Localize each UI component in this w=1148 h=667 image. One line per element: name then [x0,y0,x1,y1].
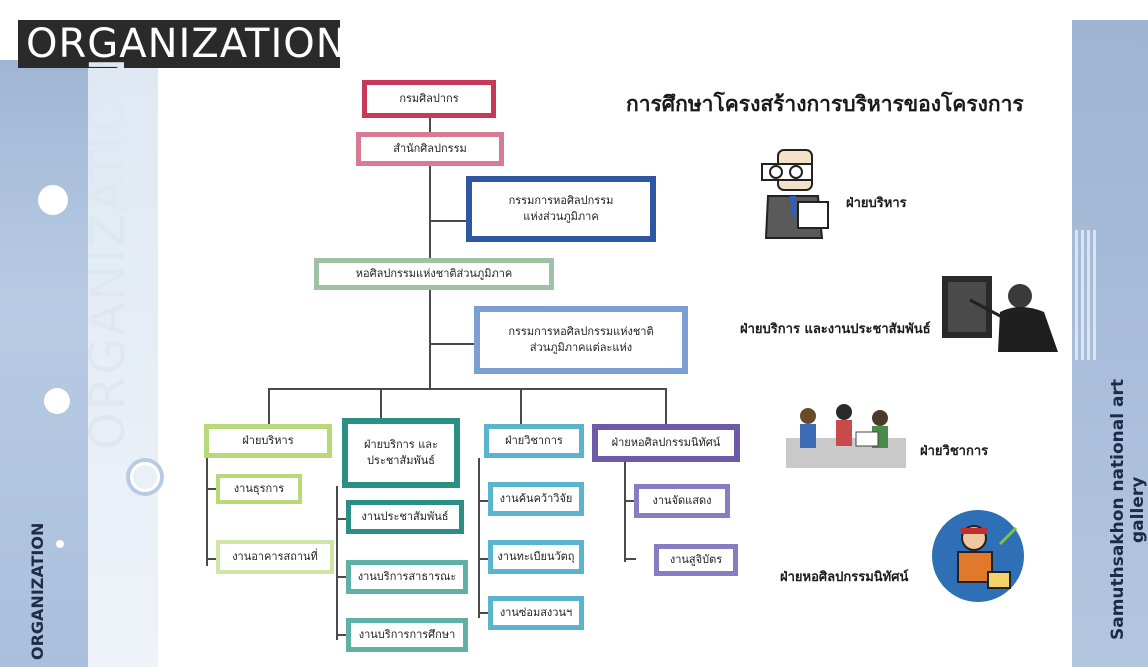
presenter-icon [940,272,1068,354]
dept-label-academic: ฝ่ายวิชาการ [920,444,989,459]
businessman-icon [748,146,838,244]
right-striped-bars [1075,230,1097,360]
connector-line [336,576,348,578]
box-label: หอศิลปกรรมแห่งชาติส่วนภูมิภาค [355,267,513,281]
org-box-regional-art-committee: กรรมการหอศิลปกรรม แห่งส่วนภูมิภาค [466,176,656,242]
org-box-gallery-committee: กรรมการหอศิลปกรรมแห่งชาติ ส่วนภูมิภาคแต่… [474,306,688,374]
connector-line [336,486,338,640]
decor-dot [56,540,64,548]
decor-dot [44,388,70,414]
connector-line [206,558,218,560]
dept-label-exhibition: ฝ่ายหอศิลปกรรมนิทัศน์ [780,570,909,585]
connector-line [478,612,490,614]
target-ring-icon [130,462,160,492]
division-services-pr: ฝ่ายบริการ และประชาสัมพันธ์ [342,418,460,488]
box-label: งานประชาสัมพันธ์ [361,510,449,524]
box-label: งานทะเบียนวัตถุ [497,550,575,564]
connector-line [430,343,476,345]
connector-line [520,388,522,426]
connector-line [624,558,636,560]
division-academic: ฝ่ายวิชาการ [484,424,584,458]
box-label: ฝ่ายวิชาการ [505,434,563,448]
box-label: กรรมการหอศิลปกรรม [508,194,614,208]
gallery-name-vertical: Samuthsakhon national art gallery [1108,379,1148,641]
org-box-fine-arts-department: กรมศิลปากร [362,80,496,118]
unit-conservation: งานซ่อมสงวนฯ [488,596,584,630]
division-administration: ฝ่ายบริหาร [204,424,332,458]
connector-line [268,388,666,390]
box-label: งานจัดแสดง [652,494,712,508]
connector-line [478,500,490,502]
connector-line [430,220,468,222]
researchers-icon [786,398,906,470]
worker-icon [930,508,1026,604]
connector-line [206,488,218,490]
box-label: แห่งส่วนภูมิภาค [523,210,599,223]
unit-registry: งานทะเบียนวัตถุ [488,540,584,574]
left-decorative-strip [0,60,88,667]
connector-line [429,118,431,138]
dept-label-services-pr: ฝ่ายบริการ และงานประชาสัมพันธ์ [740,322,931,337]
unit-research: งานค้นคว้าวิจัย [488,482,584,516]
box-label: ส่วนภูมิภาคแต่ละแห่ง [529,341,633,354]
connector-line [336,518,348,520]
box-label: งานธุรการ [233,482,285,496]
box-label: ฝ่ายหอศิลปกรรมนิทัศน์ [611,436,721,450]
box-label: งานซ่อมสงวนฯ [499,606,573,620]
connector-line [268,388,270,426]
box-label: กรรมการหอศิลปกรรมแห่งชาติ [508,325,654,339]
unit-buildings: งานอาคารสถานที่ [216,540,334,574]
unit-education-services: งานบริการการศึกษา [346,618,468,652]
connector-line [478,558,490,560]
unit-catalogue: งานสูจิบัตร [654,544,738,576]
unit-general-affairs: งานธุรการ [216,474,302,504]
box-label: งานค้นคว้าวิจัย [499,492,573,506]
connector-line [624,458,626,562]
unit-display: งานจัดแสดง [634,484,730,518]
connector-line [665,388,667,426]
box-label: กรมศิลปากร [399,92,459,106]
unit-public-relations: งานประชาสัมพันธ์ [346,500,464,534]
connector-line [624,500,636,502]
box-label: ฝ่ายบริหาร [242,434,294,448]
box-label: งานอาคารสถานที่ [232,550,318,564]
connector-line [380,388,382,426]
org-box-regional-national-gallery: หอศิลปกรรมแห่งชาติส่วนภูมิภาค [314,258,554,290]
dept-label-administration: ฝ่ายบริหาร [846,196,907,211]
box-label: ฝ่ายบริการ และประชาสัมพันธ์ [364,438,438,467]
box-label: สำนักศิลปกรรม [393,142,467,156]
division-exhibition: ฝ่ายหอศิลปกรรมนิทัศน์ [592,424,740,462]
box-label: งานบริการการศึกษา [358,628,456,642]
page-heading: การศึกษาโครงสร้างการบริหารของโครงการ [626,92,1024,116]
box-label: งานบริการสาธารณะ [357,570,457,584]
vertical-watermark-text: ORGANIZATION [80,55,136,450]
connector-line [336,634,348,636]
connector-line [206,458,208,566]
page-banner: ORGANIZATION [18,20,346,68]
decor-dot [38,185,68,215]
left-decorative-band [88,60,158,667]
vertical-side-label: ORGANIZATION [28,522,47,660]
org-box-office-of-fine-arts: สำนักศิลปกรรม [356,132,504,166]
unit-public-services: งานบริการสาธารณะ [346,560,468,594]
connector-line [478,458,480,618]
box-label: งานสูจิบัตร [669,553,723,567]
